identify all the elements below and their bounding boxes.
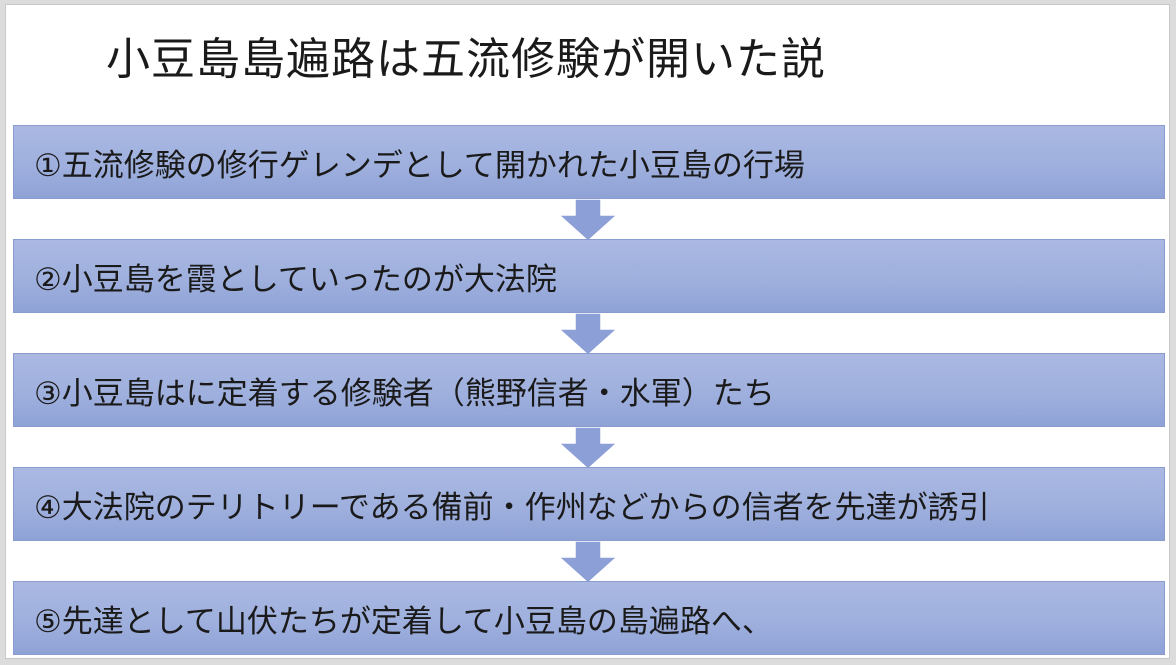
down-arrow-icon — [559, 199, 617, 241]
down-arrow-icon — [559, 541, 617, 583]
step-box-1: ①五流修験の修行ゲレンデとして開かれた小豆島の行場 — [13, 125, 1165, 199]
slide: 小豆島島遍路は五流修験が開いた説 ①五流修験の修行ゲレンデとして開かれた小豆島の… — [5, 4, 1170, 659]
step-box-3: ③小豆島はに定着する修験者（熊野信者・水軍）たち — [13, 353, 1165, 427]
step-text-4: ④大法院のテリトリーである備前・作州などからの信者を先達が誘引 — [34, 489, 990, 526]
step-box-5: ⑤先達として山伏たちが定着して小豆島の島遍路へ、 — [13, 581, 1165, 655]
slide-title: 小豆島島遍路は五流修験が開いた説 — [106, 34, 826, 85]
down-arrow-icon — [559, 427, 617, 469]
step-text-2: ②小豆島を霞としていったのが大法院 — [34, 261, 557, 298]
step-text-5: ⑤先達として山伏たちが定着して小豆島の島遍路へ、 — [34, 603, 773, 640]
step-text-3: ③小豆島はに定着する修験者（熊野信者・水軍）たち — [34, 375, 775, 412]
step-box-2: ②小豆島を霞としていったのが大法院 — [13, 239, 1165, 313]
step-box-4: ④大法院のテリトリーである備前・作州などからの信者を先達が誘引 — [13, 467, 1165, 541]
down-arrow-icon — [559, 313, 617, 355]
step-text-1: ①五流修験の修行ゲレンデとして開かれた小豆島の行場 — [34, 147, 805, 184]
